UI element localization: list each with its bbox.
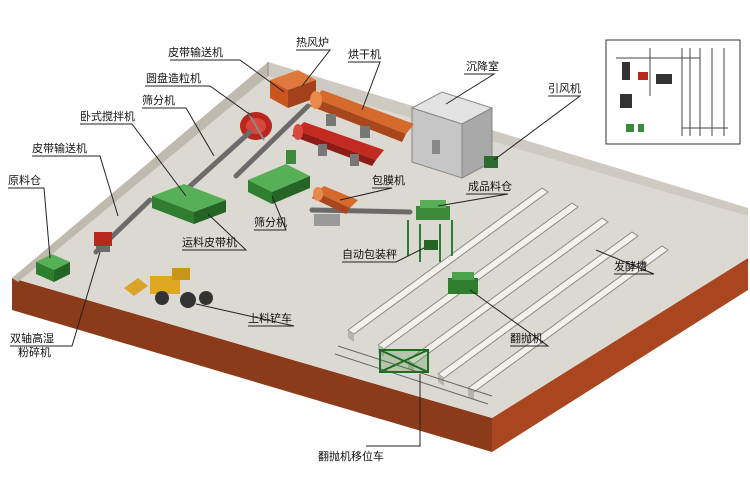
back-wall-left [12, 62, 268, 282]
label-transport-belt: 运料皮带机 [182, 235, 237, 249]
label-crusher-line1: 双轴高湿 [10, 331, 54, 345]
label-coating-machine: 包膜机 [372, 173, 405, 187]
inset-schematic [605, 39, 741, 145]
label-disc-granulator: 圆盘造粒机 [146, 71, 201, 85]
label-fermentation-tank: 发酵槽 [614, 259, 647, 273]
diagram-labels: 皮带输送机 热风炉 烘干机 圆盘造粒机 筛分机 沉降室 引风机 卧式搅拌机 皮带… [8, 36, 647, 463]
dryer-drum [310, 90, 414, 142]
label-dryer: 烘干机 [348, 47, 381, 61]
label-sieve-top: 筛分机 [142, 93, 175, 107]
leader-lines [8, 49, 655, 447]
cooler-drum [292, 122, 384, 166]
label-horizontal-mixer: 卧式搅拌机 [80, 109, 135, 123]
coating-machine [312, 186, 358, 226]
label-loader: 上料铲车 [248, 311, 292, 325]
product-bin-packing [407, 200, 453, 262]
settling-chamber [410, 91, 494, 179]
label-belt-conveyor-top: 皮带输送机 [168, 45, 223, 59]
loader-vehicle [124, 268, 213, 308]
turner-machine [448, 272, 478, 294]
label-hot-air-stove: 热风炉 [296, 36, 329, 49]
floor-top [12, 62, 748, 418]
incline-conveyors [93, 103, 413, 255]
double-shaft-crusher [94, 232, 112, 252]
induced-fan [484, 156, 498, 168]
label-induced-fan: 引风机 [548, 81, 581, 95]
label-turner: 翻抛机 [510, 331, 543, 345]
turner-shift-car [379, 349, 429, 373]
back-wall-right [268, 62, 748, 216]
label-product-bin: 成品料仓 [468, 179, 512, 193]
label-belt-conveyor-left: 皮带输送机 [32, 141, 87, 155]
sieve-machine [248, 150, 310, 204]
label-crusher-line2: 粉碎机 [18, 345, 51, 359]
fermentation-tanks [347, 187, 669, 393]
floor-side-left [12, 278, 492, 452]
horizontal-mixer [152, 184, 226, 224]
label-raw-bin: 原料仓 [8, 173, 41, 187]
label-sieve-mid: 筛分机 [254, 215, 287, 229]
floor-side-right [492, 258, 748, 452]
label-settling-chamber: 沉降室 [466, 59, 499, 73]
hot-air-stove [270, 70, 316, 108]
label-auto-packing: 自动包装秤 [342, 248, 397, 261]
label-turner-shift-car: 翻抛机移位车 [318, 449, 384, 463]
raw-material-bin [36, 254, 70, 282]
